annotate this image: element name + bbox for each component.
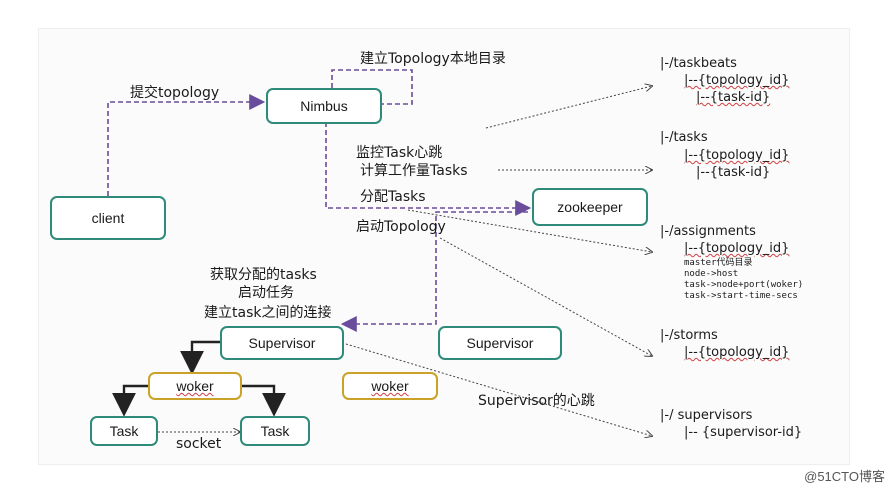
zk-assignments-root: |-/assignments (660, 224, 756, 239)
zk-tasks-root: |-/tasks (660, 130, 708, 145)
label-assign-tasks: 分配Tasks (360, 189, 426, 205)
edge-nimbus-zookeeper (325, 122, 532, 216)
zk-supervisors-id: |-- {supervisor-id} (684, 425, 803, 440)
zk-tasks-topology: |--{topology_id} (684, 148, 790, 163)
edge-client-nimbus (107, 94, 266, 196)
node-supervisor-1: Supervisor (220, 326, 344, 360)
zk-storms-topology: |--{topology_id} (684, 345, 790, 360)
node-supervisor-2: Supervisor (438, 326, 562, 360)
label-start-topology: 启动Topology (356, 219, 446, 235)
edge-to-storms (439, 237, 652, 356)
node-woker-1: woker (148, 372, 242, 400)
label-monitor-heartbeat: 监控Task心跳 (356, 145, 443, 161)
edge-to-taskbeats (485, 86, 652, 129)
zk-assignments-node: node->host (684, 269, 739, 279)
label-compute-workload: 计算工作量Tasks (360, 163, 468, 179)
node-zookeeper: zookeeper (532, 188, 648, 226)
woker-2-label: woker (371, 378, 409, 394)
node-nimbus: Nimbus (266, 88, 382, 124)
zk-supervisors-root: |-/ supervisors (660, 408, 753, 423)
label-start-task: 启动任务 (238, 285, 294, 301)
zk-taskbeats-topology: |--{topology_id} (684, 73, 790, 88)
zk-taskbeats-root: |-/taskbeats (660, 56, 737, 71)
label-build-connections: 建立task之间的连接 (204, 305, 332, 321)
edge-to-supervisors (345, 343, 652, 436)
label-fetch-tasks: 获取分配的tasks (210, 267, 317, 283)
node-task-2: Task (240, 416, 310, 446)
watermark: @51CTO博客 (804, 469, 885, 484)
node-client: client (50, 196, 166, 240)
zk-storms-root: |-/storms (660, 328, 718, 343)
edge-woker-task1 (112, 384, 148, 417)
zk-assignments-master: master代码目录 (684, 258, 753, 268)
zk-assignments-topology: |--{topology_id} (684, 241, 790, 256)
zk-assignments-task-node: task->node+port(woker) (684, 280, 804, 290)
node-woker-2: woker (342, 372, 438, 400)
zk-assignments-start-time: task->start-time-secs (684, 291, 798, 301)
edge-zookeeper-supervisor (340, 211, 528, 332)
node-task-1: Task (90, 416, 158, 446)
zk-tasks-task: |--{task-id} (696, 165, 771, 180)
label-supervisor-heartbeat: Supervisor的心跳 (478, 393, 595, 409)
label-create-local-dir: 建立Topology本地目录 (360, 51, 506, 67)
edge-woker-task2 (242, 384, 286, 417)
edge-nimbus-selfloop (331, 69, 413, 112)
label-socket: socket (176, 436, 222, 452)
edge-to-assignments (407, 209, 652, 252)
zk-taskbeats-task: |--{task-id} (696, 90, 771, 105)
woker-1-label: woker (176, 378, 214, 394)
label-submit-topology: 提交topology (130, 85, 220, 101)
